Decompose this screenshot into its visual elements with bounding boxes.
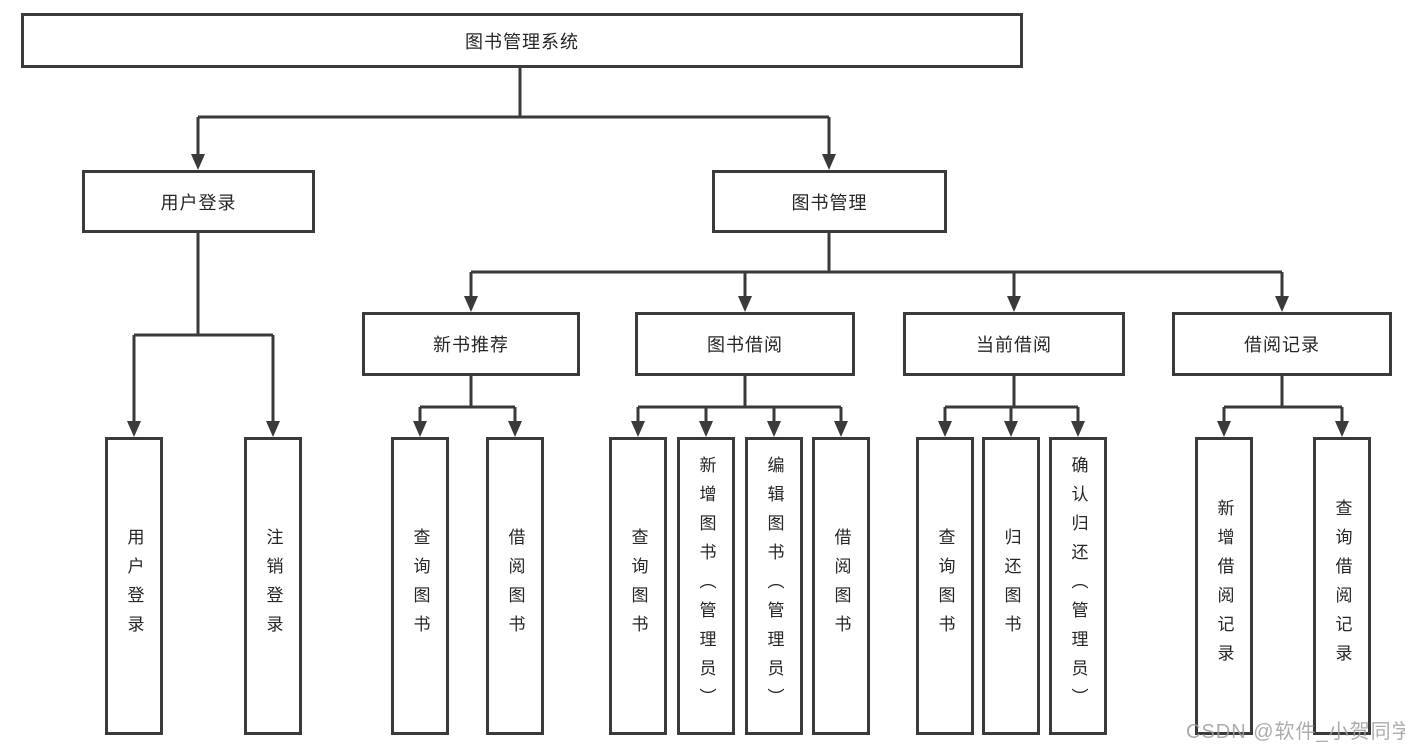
node-label: 查询图书	[410, 528, 430, 644]
node-label: 查询图书	[628, 528, 648, 644]
node-label: 用户登录	[124, 528, 144, 644]
node-leaf-borrow-books-2: 借阅图书	[812, 437, 870, 735]
node-leaf-query-books-3: 查询图书	[916, 437, 974, 735]
node-current-borrowing: 当前借阅	[903, 312, 1125, 376]
node-label: 用户登录	[160, 192, 237, 213]
node-label: 确认归还（管理员）	[1068, 455, 1088, 717]
node-label: 新增借阅记录	[1214, 499, 1234, 673]
node-leaf-query-borrow-record: 查询借阅记录	[1313, 437, 1371, 735]
node-leaf-add-books-admin: 新增图书（管理员）	[677, 437, 735, 735]
node-library-management-system: 图书管理系统	[21, 13, 1023, 68]
node-label: 借阅图书	[831, 528, 851, 644]
node-label: 图书管理系统	[465, 31, 579, 52]
node-label: 编辑图书（管理员）	[764, 455, 784, 717]
node-leaf-edit-books-admin: 编辑图书（管理员）	[745, 437, 803, 735]
node-book-borrowing: 图书借阅	[635, 312, 855, 376]
node-label: 查询图书	[935, 528, 955, 644]
node-label: 借阅记录	[1244, 335, 1320, 355]
node-book-management: 图书管理	[712, 170, 947, 233]
node-label: 图书借阅	[707, 335, 783, 355]
arrowheads	[127, 154, 1349, 437]
node-leaf-query-books-1: 查询图书	[391, 437, 449, 735]
node-borrowing-records: 借阅记录	[1172, 312, 1392, 376]
csdn-watermark: CSDN @软件_小贺同学	[1186, 721, 1405, 743]
node-new-book-recommendation: 新书推荐	[362, 312, 580, 376]
node-label: 新书推荐	[433, 335, 509, 355]
node-leaf-borrow-books-1: 借阅图书	[486, 437, 544, 735]
node-label: 归还图书	[1001, 528, 1021, 644]
node-leaf-confirm-return-admin: 确认归还（管理员）	[1049, 437, 1107, 735]
node-leaf-logout: 注销登录	[244, 437, 302, 735]
node-label: 借阅图书	[505, 528, 525, 644]
node-leaf-return-books: 归还图书	[982, 437, 1040, 735]
node-leaf-user-login: 用户登录	[105, 437, 163, 735]
node-label: 当前借阅	[976, 335, 1052, 355]
node-leaf-query-books-2: 查询图书	[609, 437, 667, 735]
node-user-login-group: 用户登录	[82, 170, 315, 233]
node-label: 图书管理	[791, 192, 868, 213]
node-label: 新增图书（管理员）	[696, 455, 716, 717]
node-label: 注销登录	[263, 528, 283, 644]
node-label: 查询借阅记录	[1332, 499, 1352, 673]
node-leaf-add-borrow-record: 新增借阅记录	[1195, 437, 1253, 735]
